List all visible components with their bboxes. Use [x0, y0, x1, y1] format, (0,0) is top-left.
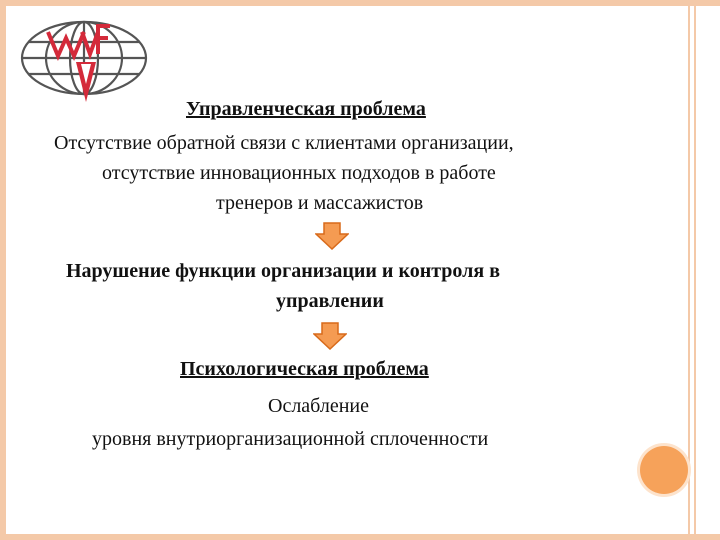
frame-right-border-inner: [694, 0, 696, 540]
psychological-text-line-1: Ослабление: [268, 395, 369, 417]
frame-left-border: [0, 0, 6, 540]
heading-disruption-line-2: управлении: [276, 290, 384, 312]
managerial-text-line-1: Отсутствие обратной связи с клиентами ор…: [54, 132, 514, 154]
psychological-text-line-2: уровня внутриорганизационной сплоченност…: [92, 428, 489, 450]
heading-managerial-problem: Управленческая проблема: [186, 98, 426, 120]
frame-top-border: [0, 0, 720, 6]
wvf-globe-logo-icon: [20, 20, 148, 102]
managerial-text-line-2: отсутствие инновационных подходов в рабо…: [102, 162, 496, 184]
managerial-text-line-3: тренеров и массажистов: [216, 192, 424, 214]
decorative-orange-circle: [640, 446, 688, 494]
heading-disruption-line-1: Нарушение функции организации и контроля…: [66, 260, 500, 282]
down-arrow-icon: [313, 322, 347, 350]
frame-bottom-border: [0, 534, 720, 540]
heading-psychological-problem: Психологическая проблема: [180, 358, 429, 380]
down-arrow-icon: [315, 222, 349, 250]
frame-right-border-outer: [688, 0, 690, 540]
